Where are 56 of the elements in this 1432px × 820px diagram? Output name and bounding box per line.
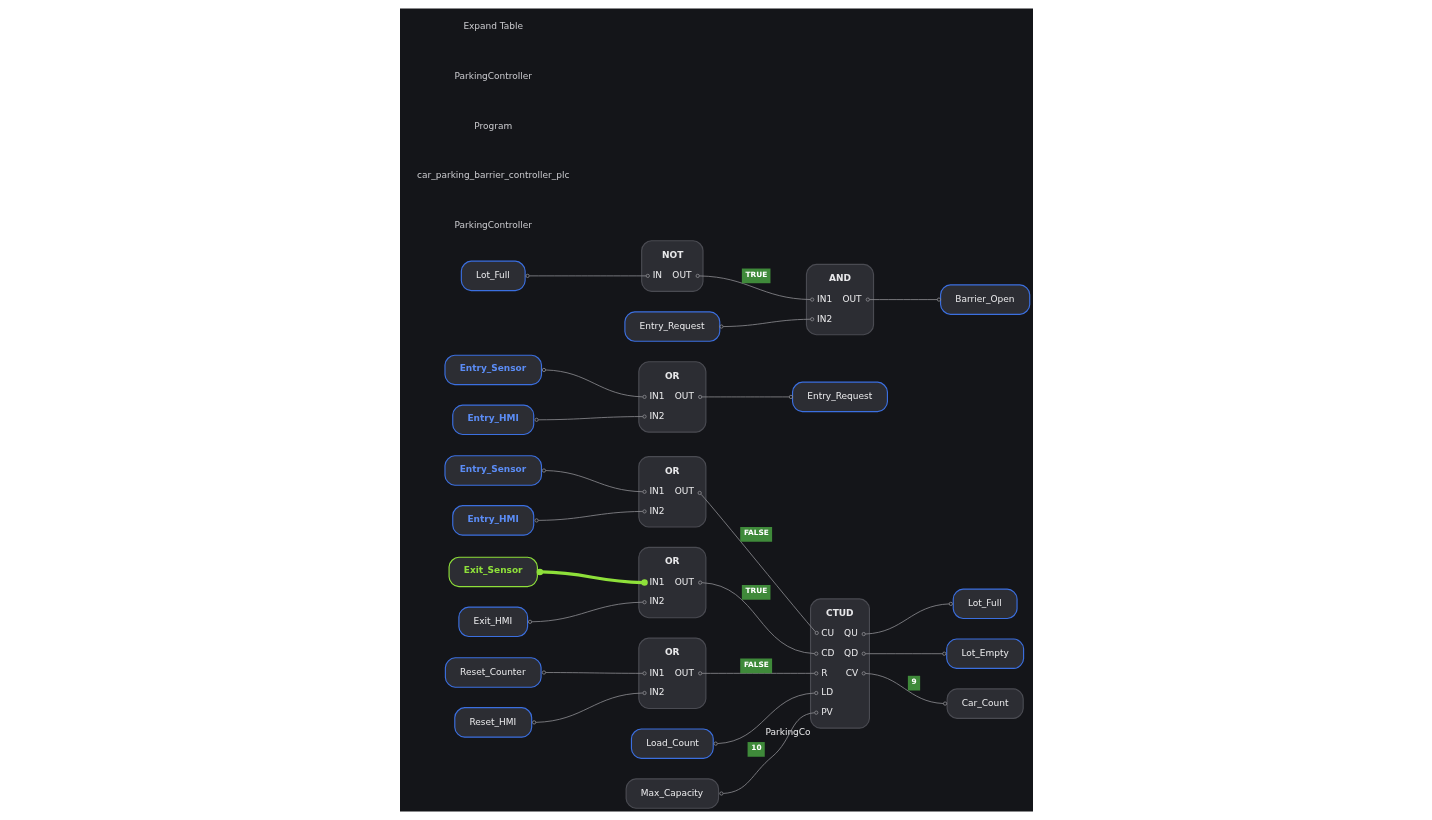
connector [541,367,647,399]
node-box: Barrier_Open [939,284,1030,315]
connector [531,690,647,725]
connector [534,509,647,523]
node-box: Entry_Request [791,381,888,413]
label: Expand Table [462,20,523,31]
node-box: OR IN1 OUT IN2 [637,637,706,710]
connector [718,317,814,329]
connector [697,580,818,656]
node-box: Entry_Sensor [443,354,542,386]
connector [865,297,941,302]
node-box: Car_Count [946,688,1024,719]
edge-label: TRUE [745,586,767,596]
node-label: ParkingCo [765,727,811,738]
connector [861,671,947,706]
edge-label: 10 [750,743,762,753]
edge-label: TRUE [745,269,767,279]
node-box: Exit_Sensor [448,556,538,588]
node-box: OR IN1 OUT IN2 [637,456,706,528]
label: ParkingController [453,220,532,231]
connector [541,468,647,494]
node-box: Lot_Full [460,260,526,292]
node-box: NOT IN OUT [640,240,704,292]
edge-label: FALSE [743,659,769,669]
connector [697,394,793,399]
label: Program [473,120,512,131]
connector [861,601,953,637]
node-box: Entry_Sensor [443,455,542,486]
connector [697,671,818,676]
node-box: Entry_HMI [451,404,534,436]
connector [861,651,946,656]
node-box: Reset_HMI [453,707,532,738]
edge-label: FALSE [743,528,769,538]
node-box: Reset_Counter [444,657,542,688]
node-box: OR IN1 OUT IN2 [637,361,706,433]
connector [527,600,647,624]
node-box: Load_Count [630,728,714,759]
connector [541,670,647,676]
node-box: AND IN1 OUT IN2 [805,263,874,336]
node-box: Lot_Empty [945,638,1024,669]
node-box: Max_Capacity [625,778,719,809]
edge-label: 9 [911,677,917,687]
connector [534,414,647,422]
connector [697,490,819,635]
connector [713,690,818,746]
label: car_parking_barrier_controller_plc [416,170,569,181]
node-box: Exit_HMI [457,606,528,638]
connector [718,710,818,796]
connector [695,273,814,302]
connector [536,568,648,586]
connector [525,273,650,278]
node-box: Entry_HMI [451,505,534,536]
node-box: Lot_Full [952,588,1018,620]
label: ParkingController [453,70,532,81]
node-box: Entry_Request [623,311,720,342]
node-box: CTUD CU QU CD QD R CV LD PV [809,598,870,729]
